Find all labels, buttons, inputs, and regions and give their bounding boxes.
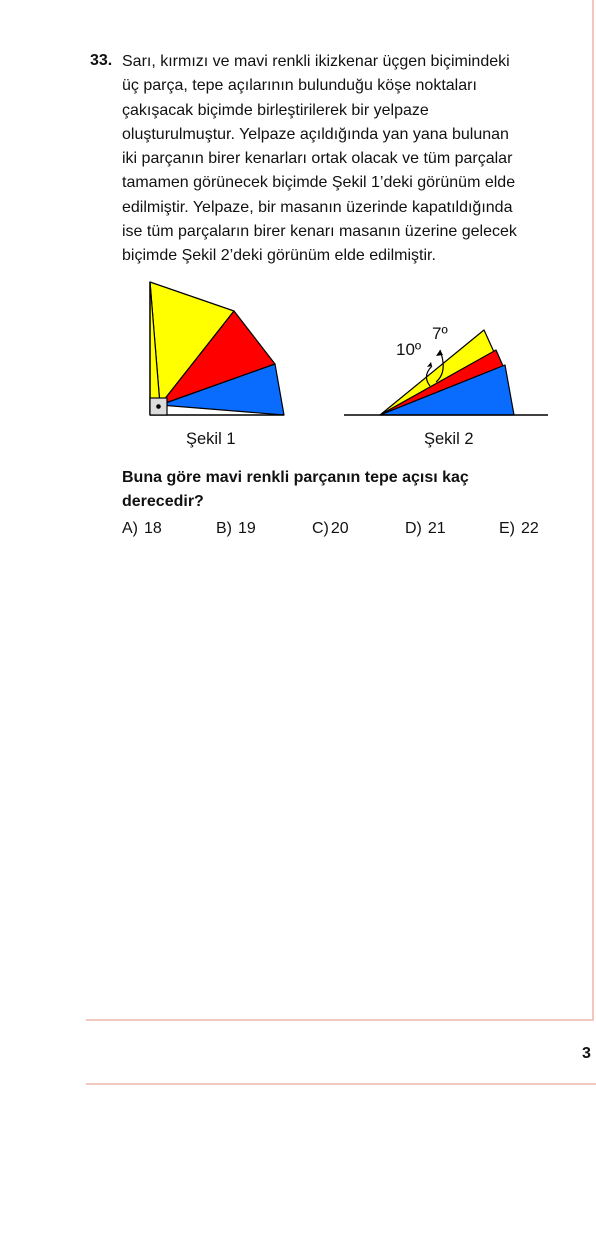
option-letter: D) — [405, 520, 422, 537]
figure-1-label: Şekil 1 — [186, 430, 236, 448]
option-letter: E) — [499, 520, 515, 537]
option-value: 21 — [427, 520, 446, 537]
option-c[interactable]: C)20 — [312, 520, 349, 538]
question-prompt: Buna göre mavi renkli parçanın tepe açıs… — [122, 466, 469, 514]
option-letter: B) — [216, 520, 232, 537]
question-line: iki parçanın birer kenarları ortak olaca… — [122, 150, 513, 168]
page-right-border — [592, 0, 594, 1020]
angle-arc-10 — [425, 365, 433, 387]
page-bottom-divider — [86, 1019, 594, 1021]
angle-label-10: 10º — [396, 340, 422, 359]
question-line: biçimde Şekil 2’deki görünüm elde edilmi… — [122, 247, 436, 265]
question-line: çakışacak biçimde birleştirilerek bir ye… — [122, 101, 429, 119]
question-text: Sarı, kırmızı ve mavi renkli ikizkenar ü… — [122, 50, 572, 269]
figure-2-closed-fan — [344, 329, 548, 416]
figure-2-label: Şekil 2 — [424, 430, 474, 448]
option-value: 20 — [330, 520, 349, 537]
footer-divider — [86, 1083, 596, 1085]
prompt-line: derecedir? — [122, 493, 204, 510]
question-line: tamamen görünecek biçimde Şekil 1’deki g… — [122, 174, 516, 192]
option-value: 22 — [521, 520, 539, 537]
option-letter: A) — [122, 520, 138, 537]
option-letter: C) — [312, 520, 329, 537]
prompt-line: Buna göre mavi renkli parçanın tepe açıs… — [122, 469, 469, 486]
option-b[interactable]: B) 19 — [216, 520, 256, 538]
question-number: 33. — [90, 52, 113, 69]
option-d[interactable]: D) 21 — [405, 520, 446, 538]
option-value: 19 — [238, 520, 256, 537]
page-number: 3 — [582, 1045, 591, 1062]
option-e[interactable]: E) 22 — [499, 520, 539, 538]
option-value: 18 — [144, 520, 162, 537]
figure-1-open-fan — [149, 281, 285, 416]
question-line: Sarı, kırmızı ve mavi renkli ikizkenar ü… — [122, 53, 510, 70]
question-line: edilmiştir. Yelpaze, bir masanın üzerind… — [122, 198, 513, 216]
option-a[interactable]: A) 18 — [122, 520, 162, 538]
fig1-blue-triangle — [159, 363, 285, 416]
angle-label-7: 7º — [432, 324, 448, 343]
question-line: ise tüm parçaların birer kenarı masanın … — [122, 223, 517, 241]
vertex-dot — [156, 404, 161, 409]
question-line: oluşturulmuştur. Yelpaze açıldığında yan… — [122, 125, 509, 143]
question-line: üç parça, tepe açılarının bulunduğu köşe… — [122, 77, 477, 95]
